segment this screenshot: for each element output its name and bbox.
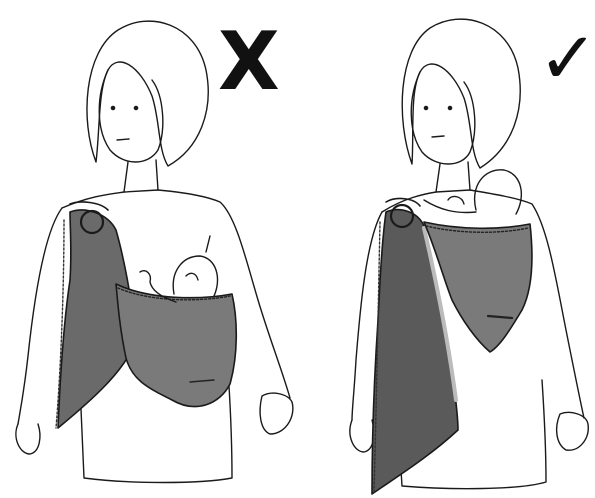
left-baby xyxy=(173,256,217,296)
x-mark-icon: X xyxy=(218,22,280,102)
right-face xyxy=(411,72,475,164)
right-hair xyxy=(402,19,520,168)
check-mark-icon: ✓ xyxy=(538,22,595,94)
left-hair xyxy=(87,21,208,166)
left-face xyxy=(99,70,163,162)
